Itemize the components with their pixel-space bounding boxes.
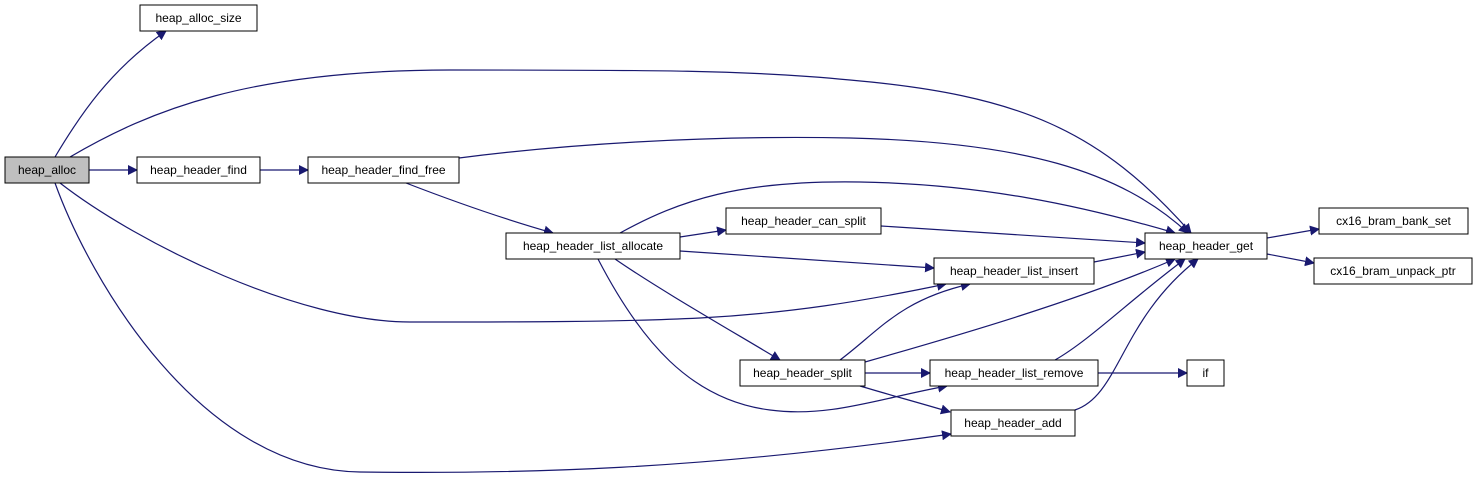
node-heap-header-add[interactable]: heap_header_add <box>950 409 1076 437</box>
edge-heap_alloc-to-heap_header_list_insert <box>59 182 947 323</box>
edge-heap_header_split-to-heap_header_list_insert <box>839 281 971 361</box>
node-label: heap_header_list_remove <box>945 366 1084 380</box>
edge-heap_header_list_allocate-to-heap_header_list_insert <box>679 250 935 273</box>
edge-arrow <box>54 30 167 158</box>
node-label: heap_alloc_size <box>155 11 241 25</box>
node-label: heap_header_list_allocate <box>523 239 663 253</box>
node-box[interactable] <box>933 257 1095 285</box>
node-box[interactable] <box>139 4 258 32</box>
edge-arrow <box>880 225 1146 248</box>
edge-heap_header_add-to-heap_header_get <box>1074 258 1199 411</box>
node-box[interactable] <box>739 359 866 387</box>
node-box[interactable] <box>950 409 1076 437</box>
node-heap-header-list-insert[interactable]: heap_header_list_insert <box>933 257 1095 285</box>
edge-heap_header_find_free-to-heap_header_get <box>458 136 1189 234</box>
node-label: cx16_bram_bank_set <box>1336 214 1451 228</box>
node-label: heap_header_list_insert <box>950 264 1079 278</box>
node-heap-header-find-free[interactable]: heap_header_find_free <box>307 156 460 184</box>
node-label: cx16_bram_unpack_ptr <box>1330 264 1455 278</box>
node-heap-header-split[interactable]: heap_header_split <box>739 359 866 387</box>
edge-arrow <box>458 136 1189 234</box>
edge-heap_header_get-to-cx16_bram_bank_set <box>1266 225 1320 239</box>
edge-arrow <box>1093 248 1146 263</box>
node-box[interactable] <box>1144 232 1268 260</box>
edge-arrow <box>54 182 952 474</box>
edge-arrow <box>864 257 1176 363</box>
edge-heap_header_can_split-to-heap_header_get <box>880 225 1146 248</box>
node-heap-alloc-size[interactable]: heap_alloc_size <box>139 4 258 32</box>
node-box[interactable] <box>505 232 681 260</box>
node-cx16-bram-bank-set[interactable]: cx16_bram_bank_set <box>1318 207 1469 235</box>
edge-arrow <box>1074 258 1199 411</box>
edge-arrow <box>69 69 1192 234</box>
edge-heap_header_find_free-to-heap_header_list_allocate <box>405 182 554 236</box>
node-heap-header-list-allocate[interactable]: heap_header_list_allocate <box>505 232 681 260</box>
edge-arrow <box>839 281 971 361</box>
edge-arrow <box>859 385 951 415</box>
node-layer: heap_alloc heap_alloc_size heap_header_fin… <box>4 4 1473 437</box>
node-label: if <box>1203 366 1210 380</box>
edge-heap_header_list_allocate-to-heap_header_list_remove <box>597 258 948 413</box>
node-heap-header-find[interactable]: heap_header_find <box>136 156 261 184</box>
node-label: heap_header_can_split <box>741 214 866 228</box>
edge-arrow <box>597 258 948 413</box>
edge-heap_alloc-to-heap_header_get <box>69 69 1192 234</box>
node-label: heap_alloc <box>18 163 76 177</box>
node-box[interactable] <box>1318 207 1469 235</box>
edge-heap_header_get-to-cx16_bram_unpack_ptr <box>1266 253 1315 267</box>
edge-arrow <box>614 258 781 361</box>
edge-arrow <box>1266 225 1320 239</box>
node-box[interactable] <box>725 207 882 235</box>
edge-arrow <box>405 182 554 236</box>
edge-heap_header_list_remove-to-heap_header_get <box>1054 258 1186 361</box>
edge-heap_alloc-to-heap_alloc_size <box>54 30 167 158</box>
node-box[interactable] <box>136 156 261 184</box>
edge-heap_header_list_allocate-to-heap_header_split <box>614 258 781 361</box>
node-heap-header-get[interactable]: heap_header_get <box>1144 232 1268 260</box>
edge-heap_header_list_allocate-to-heap_header_can_split <box>679 226 727 238</box>
edge-heap_header_split-to-heap_header_get <box>864 257 1176 363</box>
node-label: heap_header_split <box>753 366 852 380</box>
node-label: heap_header_find_free <box>321 163 445 177</box>
edge-heap_header_list_allocate-to-heap_header_get <box>619 181 1176 236</box>
node-label: heap_header_get <box>1159 239 1254 253</box>
edge-heap_header_list_insert-to-heap_header_get <box>1093 248 1146 263</box>
node-heap-header-list-remove[interactable]: heap_header_list_remove <box>929 359 1099 387</box>
edge-arrow <box>679 226 727 238</box>
edge-arrow <box>619 181 1176 236</box>
node-label: heap_header_find <box>150 163 247 177</box>
node-box[interactable] <box>929 359 1099 387</box>
node-label: heap_header_add <box>964 416 1061 430</box>
node-heap-header-can-split[interactable]: heap_header_can_split <box>725 207 882 235</box>
edge-layer <box>54 30 1320 474</box>
node-box[interactable] <box>1186 359 1225 387</box>
node-box[interactable] <box>307 156 460 184</box>
edge-arrow <box>59 182 947 323</box>
edge-arrow <box>1266 253 1315 267</box>
edge-arrow <box>1054 258 1186 361</box>
edge-heap_alloc-to-heap_header_add <box>54 182 952 474</box>
edge-heap_header_split-to-heap_header_add <box>859 385 951 415</box>
node-cx16-bram-unpack-ptr[interactable]: cx16_bram_unpack_ptr <box>1313 257 1473 285</box>
node-box[interactable] <box>4 156 90 184</box>
node-if[interactable]: if <box>1186 359 1225 387</box>
node-heap-alloc[interactable]: heap_alloc <box>4 156 90 184</box>
edge-arrow <box>679 250 935 273</box>
node-box[interactable] <box>1313 257 1473 285</box>
